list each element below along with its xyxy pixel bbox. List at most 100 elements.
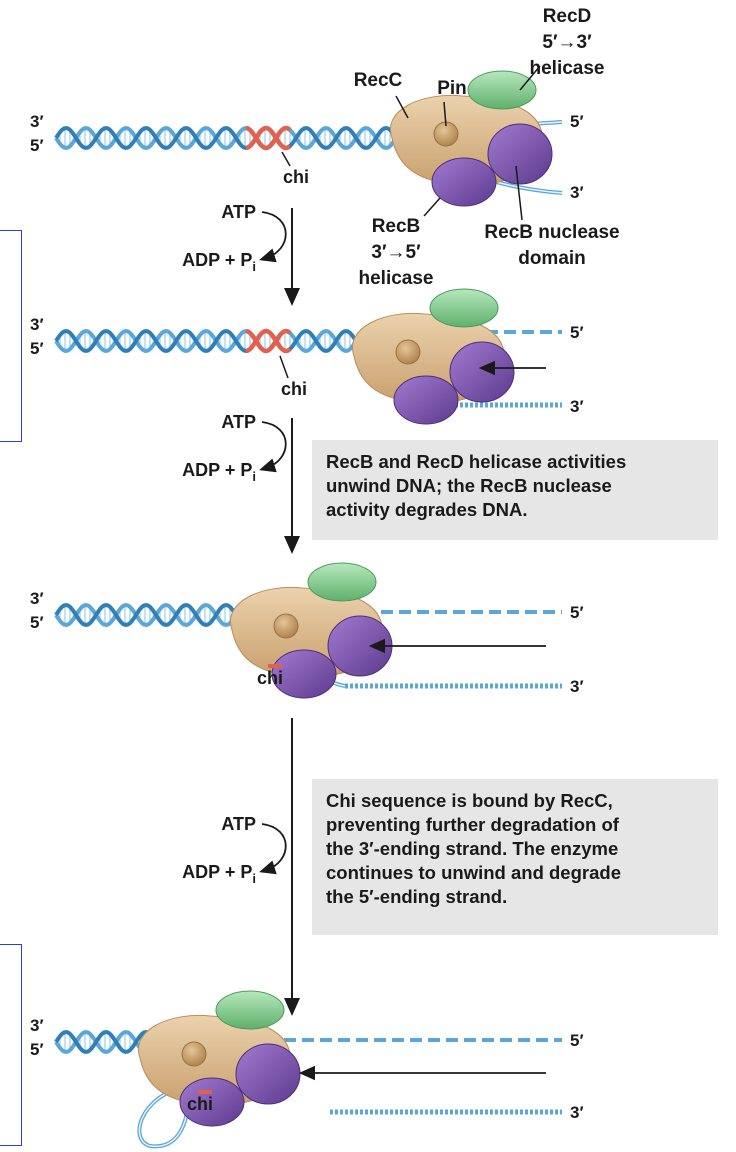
atp-curve-arrow <box>259 823 287 875</box>
end-label-5prime: 5′ <box>570 1031 584 1050</box>
recb-nuclease-domain <box>487 123 553 185</box>
atp-curve-arrow <box>259 421 287 473</box>
chi-label: chi <box>187 1094 213 1114</box>
panel-2: 3′5′5′3′chi <box>30 288 584 425</box>
end-label-3prime: 3′ <box>570 1103 584 1122</box>
panel-4: 3′ 5′ chi 5′ 3′ <box>30 990 584 1149</box>
note-line: continues to unwind and degrade <box>326 862 621 883</box>
recd-label: RecD 5′→3′ helicase <box>530 6 605 79</box>
dna-strand-a <box>54 602 262 628</box>
dna-strand-b <box>54 1029 152 1055</box>
note-line: preventing further degradation of <box>326 814 619 835</box>
recbcd-enzyme <box>351 288 515 425</box>
chi-sequence-b <box>245 328 292 354</box>
pin-domain <box>181 1041 207 1067</box>
chi-leader <box>279 355 289 379</box>
end-label-5prime-left: 5′ <box>30 613 44 632</box>
atp-label: ATP <box>221 412 256 432</box>
reaction-step: ATP ADP + Pi <box>182 412 300 554</box>
end-label-5prime: 5′ <box>570 603 584 622</box>
end-label-3prime: 3′ <box>570 677 584 696</box>
pin-domain <box>395 339 421 365</box>
chi-label: chi <box>283 167 309 187</box>
recbcd-enzyme <box>389 70 553 207</box>
dna-helix <box>54 328 374 354</box>
adp-label: ADP + Pi <box>182 460 256 484</box>
adp-text: ADP + P <box>182 250 252 270</box>
chi-sequence-b <box>245 125 292 151</box>
end-label-3prime: 3′ <box>570 397 584 416</box>
end-label-5prime: 5′ <box>570 112 584 131</box>
atp-curve-arrow <box>259 211 287 263</box>
end-label-5prime: 5′ <box>570 323 584 342</box>
single-strand-core <box>138 1085 189 1147</box>
atp-label: ATP <box>221 202 256 222</box>
recd-label-line: 5′→3′ <box>542 32 592 53</box>
recd-subunit <box>307 562 377 602</box>
note-helicase-activity: RecB and RecD helicase activities unwind… <box>312 440 718 540</box>
note-line: the 3′-ending strand. The enzyme <box>326 838 619 859</box>
recb-subunit <box>179 1077 245 1127</box>
end-label-5prime-left: 5′ <box>30 1040 44 1059</box>
recb-label-line: helicase <box>359 268 434 289</box>
chi-sequence-a <box>245 328 292 354</box>
side-box-upper <box>0 230 22 442</box>
chi-label: chi <box>257 668 283 688</box>
end-label-3prime-left: 3′ <box>30 112 44 131</box>
atp-label: ATP <box>221 814 256 834</box>
dna-helix <box>54 1029 152 1055</box>
dna-helix <box>54 602 262 628</box>
recd-leader <box>519 65 541 91</box>
pin-domain <box>273 613 299 639</box>
adp-text: ADP + P <box>182 460 252 480</box>
end-label-3prime-left: 3′ <box>30 315 44 334</box>
adp-label: ADP + Pi <box>182 250 256 274</box>
recb-nuclease-domain <box>235 1043 301 1105</box>
end-label-3prime: 3′ <box>570 183 584 202</box>
recd-subunit <box>467 70 537 110</box>
recb-subunit <box>393 375 459 425</box>
pin-label: Pin <box>437 78 467 99</box>
recbcd-enzyme <box>137 990 301 1127</box>
recb-leader <box>423 197 441 217</box>
adp-subscript: i <box>252 871 256 886</box>
recd-label-line: helicase <box>530 58 605 79</box>
pin-leader <box>443 101 447 127</box>
note-line: the 5′-ending strand. <box>326 886 508 907</box>
recd-label-line: RecD <box>543 6 592 27</box>
end-label-5prime-left: 5′ <box>30 136 44 155</box>
dna-strand-b <box>54 125 412 151</box>
reaction-step: ATP ADP + Pi <box>182 202 300 306</box>
recb-nuclease-label-line: domain <box>518 248 586 269</box>
recc-leader <box>395 95 409 119</box>
side-box-lower <box>0 944 22 1146</box>
chi-sequence-a <box>245 125 292 151</box>
note-chi-binding: Chi sequence is bound by RecC, preventin… <box>312 779 718 935</box>
adp-subscript: i <box>252 259 256 274</box>
recbcd-enzyme <box>229 562 393 699</box>
recb-nuclease-domain <box>449 341 515 403</box>
chi-leader <box>281 151 291 167</box>
dna-helix <box>54 125 412 151</box>
dna-strand-a <box>54 1029 152 1055</box>
recb-subunit <box>271 649 337 699</box>
recb-subunit <box>431 157 497 207</box>
end-label-5prime-left: 5′ <box>30 339 44 358</box>
adp-subscript: i <box>252 469 256 484</box>
adp-text: ADP + P <box>182 862 252 882</box>
note-line: Chi sequence is bound by RecC, <box>326 790 613 811</box>
note-line: RecB and RecD helicase activities <box>326 451 627 472</box>
end-label-3prime-left: 3′ <box>30 1016 44 1035</box>
recd-subunit <box>215 990 285 1030</box>
recb-nuclease-leader <box>515 165 523 221</box>
recb-label-line: RecB <box>372 216 421 237</box>
dna-strand-a <box>54 328 374 354</box>
recd-subunit <box>429 288 499 328</box>
note-line: activity degrades DNA. <box>326 499 528 520</box>
dna-strand-b <box>54 602 262 628</box>
